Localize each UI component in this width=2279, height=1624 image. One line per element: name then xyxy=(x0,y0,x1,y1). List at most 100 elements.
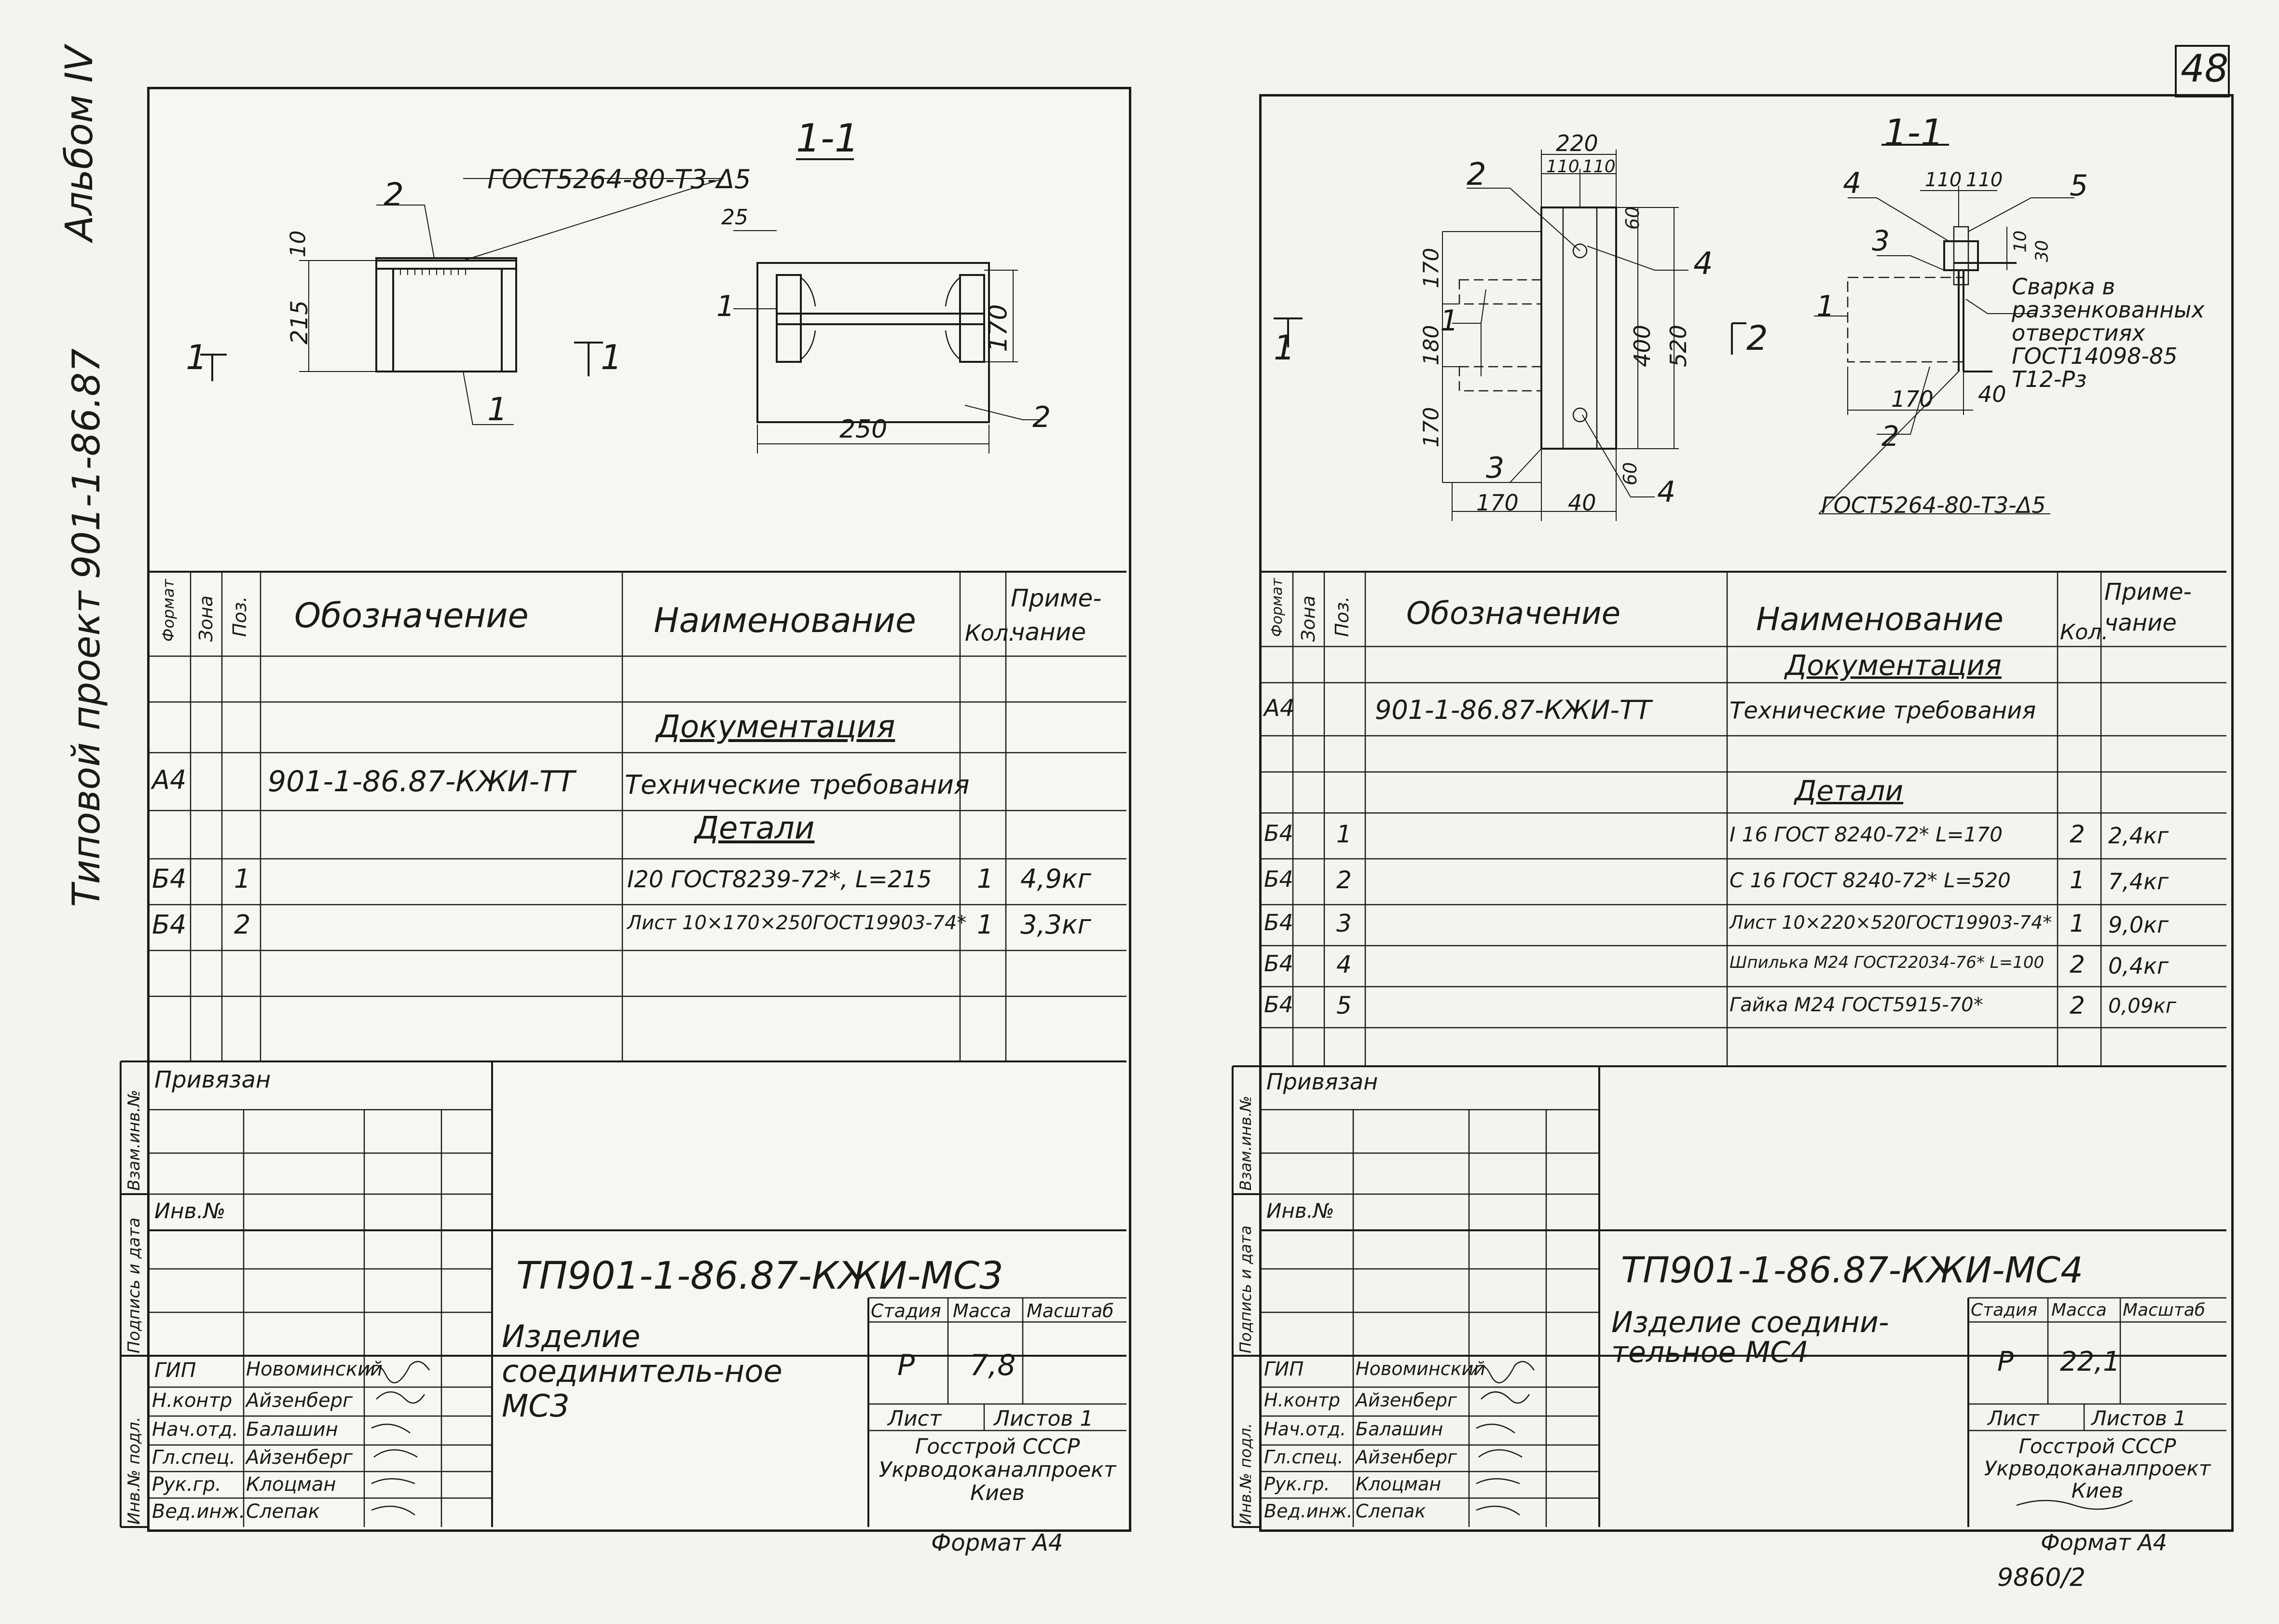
left-role-3: Гл.спец. xyxy=(152,1446,236,1469)
left-name-4: Клоцман xyxy=(246,1473,336,1496)
left-stamp-mass: 7,8 xyxy=(970,1349,1016,1382)
right-sec-pos-5: 5 xyxy=(2070,169,2088,203)
right-weld-note: ГОСТ5264-80-Т3-Δ5 xyxy=(1821,492,2046,518)
right-dim-170a: 170 xyxy=(1419,248,1444,289)
left-name-2: Балашин xyxy=(246,1418,338,1441)
right-dim-110c: 110 xyxy=(1925,169,1962,191)
left-name-0: Новоминский xyxy=(246,1358,383,1380)
right-name-3: Айзенберг xyxy=(1356,1446,1457,1468)
left-weld-note: ГОСТ5264-80-Т3-Δ5 xyxy=(487,164,751,194)
right-row7-name: Гайка М24 ГОСТ5915-70* xyxy=(1730,994,1983,1016)
left-stamp-item-title: Изделие соединитель-ное МС3 xyxy=(502,1319,783,1424)
right-row3-format: Б4 xyxy=(1264,820,1293,846)
right-dim-400: 400 xyxy=(1629,325,1655,367)
right-pos-4b: 4 xyxy=(1657,475,1676,509)
right-row5-note: 9,0кг xyxy=(2108,912,2169,938)
right-sec-pos-1: 1 xyxy=(1816,289,1835,323)
left-row4-note: 3,3кг xyxy=(1020,909,1091,940)
right-row4-note: 7,4кг xyxy=(2108,868,2169,895)
page-number: 48 xyxy=(2181,47,2229,91)
left-stamp-stage: Р xyxy=(897,1349,915,1382)
right-row1-designation: 901-1-86.87-КЖИ-ТТ xyxy=(1375,695,1651,725)
right-dim-60a: 60 xyxy=(1622,206,1644,230)
left-row3-pos: 1 xyxy=(234,864,251,894)
right-row4-pos: 2 xyxy=(1336,866,1352,894)
right-dim-10: 10 xyxy=(2010,230,2031,253)
left-h-name: Наименование xyxy=(654,601,916,640)
right-name-0: Новоминский xyxy=(1356,1358,1485,1379)
right-row1-name: Технические требования xyxy=(1730,697,2036,724)
right-row3-name: I 16 ГОСТ 8240-72* L=170 xyxy=(1730,823,2003,846)
left-role-1: Н.контр xyxy=(152,1390,233,1412)
right-dim-220: 220 xyxy=(1556,130,1598,156)
right-h-designation: Обозначение xyxy=(1406,596,1621,632)
right-pos-2: 2 xyxy=(1467,157,1486,193)
left-row0-name: Документация xyxy=(656,709,895,745)
right-dim-110d: 110 xyxy=(1966,169,2003,191)
left-stamp-scale-h: Масштаб xyxy=(1027,1300,1114,1321)
right-pos-1: 1 xyxy=(1440,304,1459,338)
right-weld-note2: Сварка в раззенкованных отверстиях ГОСТ1… xyxy=(2012,274,2205,392)
right-row4-format: Б4 xyxy=(1264,866,1293,892)
right-row4-qty: 1 xyxy=(2070,866,2085,894)
left-pos-2b: 2 xyxy=(1032,400,1051,434)
left-role-4: Рук.гр. xyxy=(152,1473,221,1496)
right-sec-pos-2: 2 xyxy=(1881,420,1899,453)
left-row4-qty: 1 xyxy=(977,909,994,940)
right-side-col-2: Инв.№ подл. xyxy=(1236,1423,1255,1525)
right-stamp-doc-code: ТП901-1-86.87-КЖИ-МС4 xyxy=(1621,1250,2084,1291)
right-h-zone: Зона xyxy=(1298,595,1319,642)
right-row7-format: Б4 xyxy=(1264,991,1293,1018)
right-row6-qty: 2 xyxy=(2070,950,2085,978)
left-row3-qty: 1 xyxy=(977,864,994,894)
right-row3-qty: 2 xyxy=(2070,820,2085,848)
right-dim-40a: 40 xyxy=(1568,490,1596,516)
right-row1-format: А4 xyxy=(1264,695,1295,722)
left-row4-pos: 2 xyxy=(234,909,251,940)
left-stamp-sheet-h: Лист xyxy=(888,1406,942,1431)
left-pos-2: 2 xyxy=(384,176,404,213)
right-dim-170d: 170 xyxy=(1891,386,1934,412)
right-row6-pos: 4 xyxy=(1336,950,1352,978)
left-stamp-doc-code: ТП901-1-86.87-КЖИ-МС3 xyxy=(516,1254,1003,1298)
bottom-code: 9860/2 xyxy=(1997,1563,2086,1592)
right-dim-170b: 170 xyxy=(1419,407,1444,448)
right-role-5: Вед.инж. xyxy=(1264,1500,1353,1522)
left-stamp-bound: Привязан xyxy=(154,1066,271,1093)
right-side-col-0: Взам.инв.№ xyxy=(1236,1096,1255,1191)
right-stamp-stage: Р xyxy=(1997,1346,2014,1377)
right-stamp-format: Формат А4 xyxy=(2041,1529,2167,1555)
right-sec-pos-3: 3 xyxy=(1872,224,1890,257)
right-h-note: Приме-чание xyxy=(2104,578,2192,636)
right-row6-name: Шпилька М24 ГОСТ22034-76* L=100 xyxy=(1730,953,2045,972)
right-role-4: Рук.гр. xyxy=(1264,1473,1330,1495)
left-row3-format: Б4 xyxy=(152,864,187,894)
right-dim-520: 520 xyxy=(1665,325,1691,367)
left-stamp-mass-h: Масса xyxy=(953,1300,1012,1321)
right-role-2: Нач.отд. xyxy=(1264,1418,1346,1440)
right-dim-30: 30 xyxy=(2032,240,2052,262)
left-role-0: ГИП xyxy=(154,1358,196,1382)
right-name-5: Слепак xyxy=(1356,1500,1426,1522)
right-section-title: 1-1 xyxy=(1884,111,1944,154)
right-section-mark-a: 1 xyxy=(1274,328,1295,368)
right-name-2: Балашин xyxy=(1356,1418,1443,1440)
left-role-5: Вед.инж. xyxy=(152,1500,246,1523)
left-stamp-format: Формат А4 xyxy=(931,1529,1063,1556)
left-row1-designation: 901-1-86.87-КЖИ-ТТ xyxy=(268,765,575,798)
left-stamp-stage-h: Стадия xyxy=(871,1300,941,1321)
right-role-1: Н.контр xyxy=(1264,1390,1340,1411)
right-row7-qty: 2 xyxy=(2070,991,2085,1019)
left-role-2: Нач.отд. xyxy=(152,1418,239,1441)
right-role-3: Гл.спец. xyxy=(1264,1446,1344,1468)
right-section-mark-b: 2 xyxy=(1746,318,1768,358)
right-stamp-scale-h: Масштаб xyxy=(2123,1300,2206,1320)
left-section-mark-1b: 1 xyxy=(601,338,622,377)
right-pos-3: 3 xyxy=(1486,451,1505,485)
right-row2-name: Детали xyxy=(1795,774,1904,807)
left-pos-1b: 1 xyxy=(716,289,735,323)
right-stamp-inv: Инв.№ xyxy=(1266,1199,1334,1223)
right-stamp-item-title: Изделие соедини-тельное МС4 xyxy=(1611,1306,1889,1369)
left-h-designation: Обозначение xyxy=(294,596,529,635)
